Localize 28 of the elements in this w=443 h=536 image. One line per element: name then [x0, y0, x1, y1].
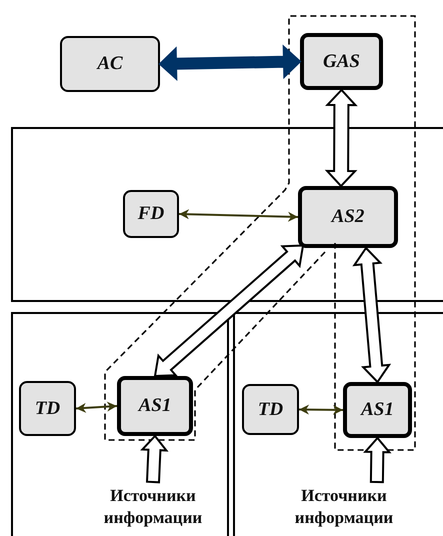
double-block-arrow	[352, 246, 392, 384]
double-arrow	[298, 404, 344, 415]
box-label: AS2	[332, 206, 364, 228]
process-box	[242, 384, 299, 435]
process-box	[19, 381, 76, 436]
box-label: AS1	[138, 395, 172, 417]
process-box	[300, 33, 383, 90]
double-arrow	[76, 402, 118, 413]
double-block-arrow	[154, 244, 304, 378]
process-box	[343, 382, 412, 438]
double-block-arrow	[324, 88, 358, 188]
block-arrow	[363, 436, 392, 484]
box-label: AC	[97, 53, 123, 75]
process-box	[60, 36, 160, 92]
block-arrow	[140, 434, 169, 484]
double-block-arrow	[158, 44, 302, 81]
process-box	[117, 376, 193, 436]
double-arrow	[178, 209, 298, 222]
box-label: AS1	[361, 399, 394, 421]
source-label: Источники информации	[92, 482, 214, 532]
box-label: GAS	[323, 50, 360, 72]
box-label: TD	[34, 398, 60, 420]
region-panel	[11, 127, 443, 302]
box-label: FD	[138, 203, 164, 225]
process-box	[123, 190, 179, 238]
process-box	[298, 186, 398, 248]
box-label: TD	[258, 398, 284, 420]
source-label: Источники информации	[283, 482, 405, 532]
